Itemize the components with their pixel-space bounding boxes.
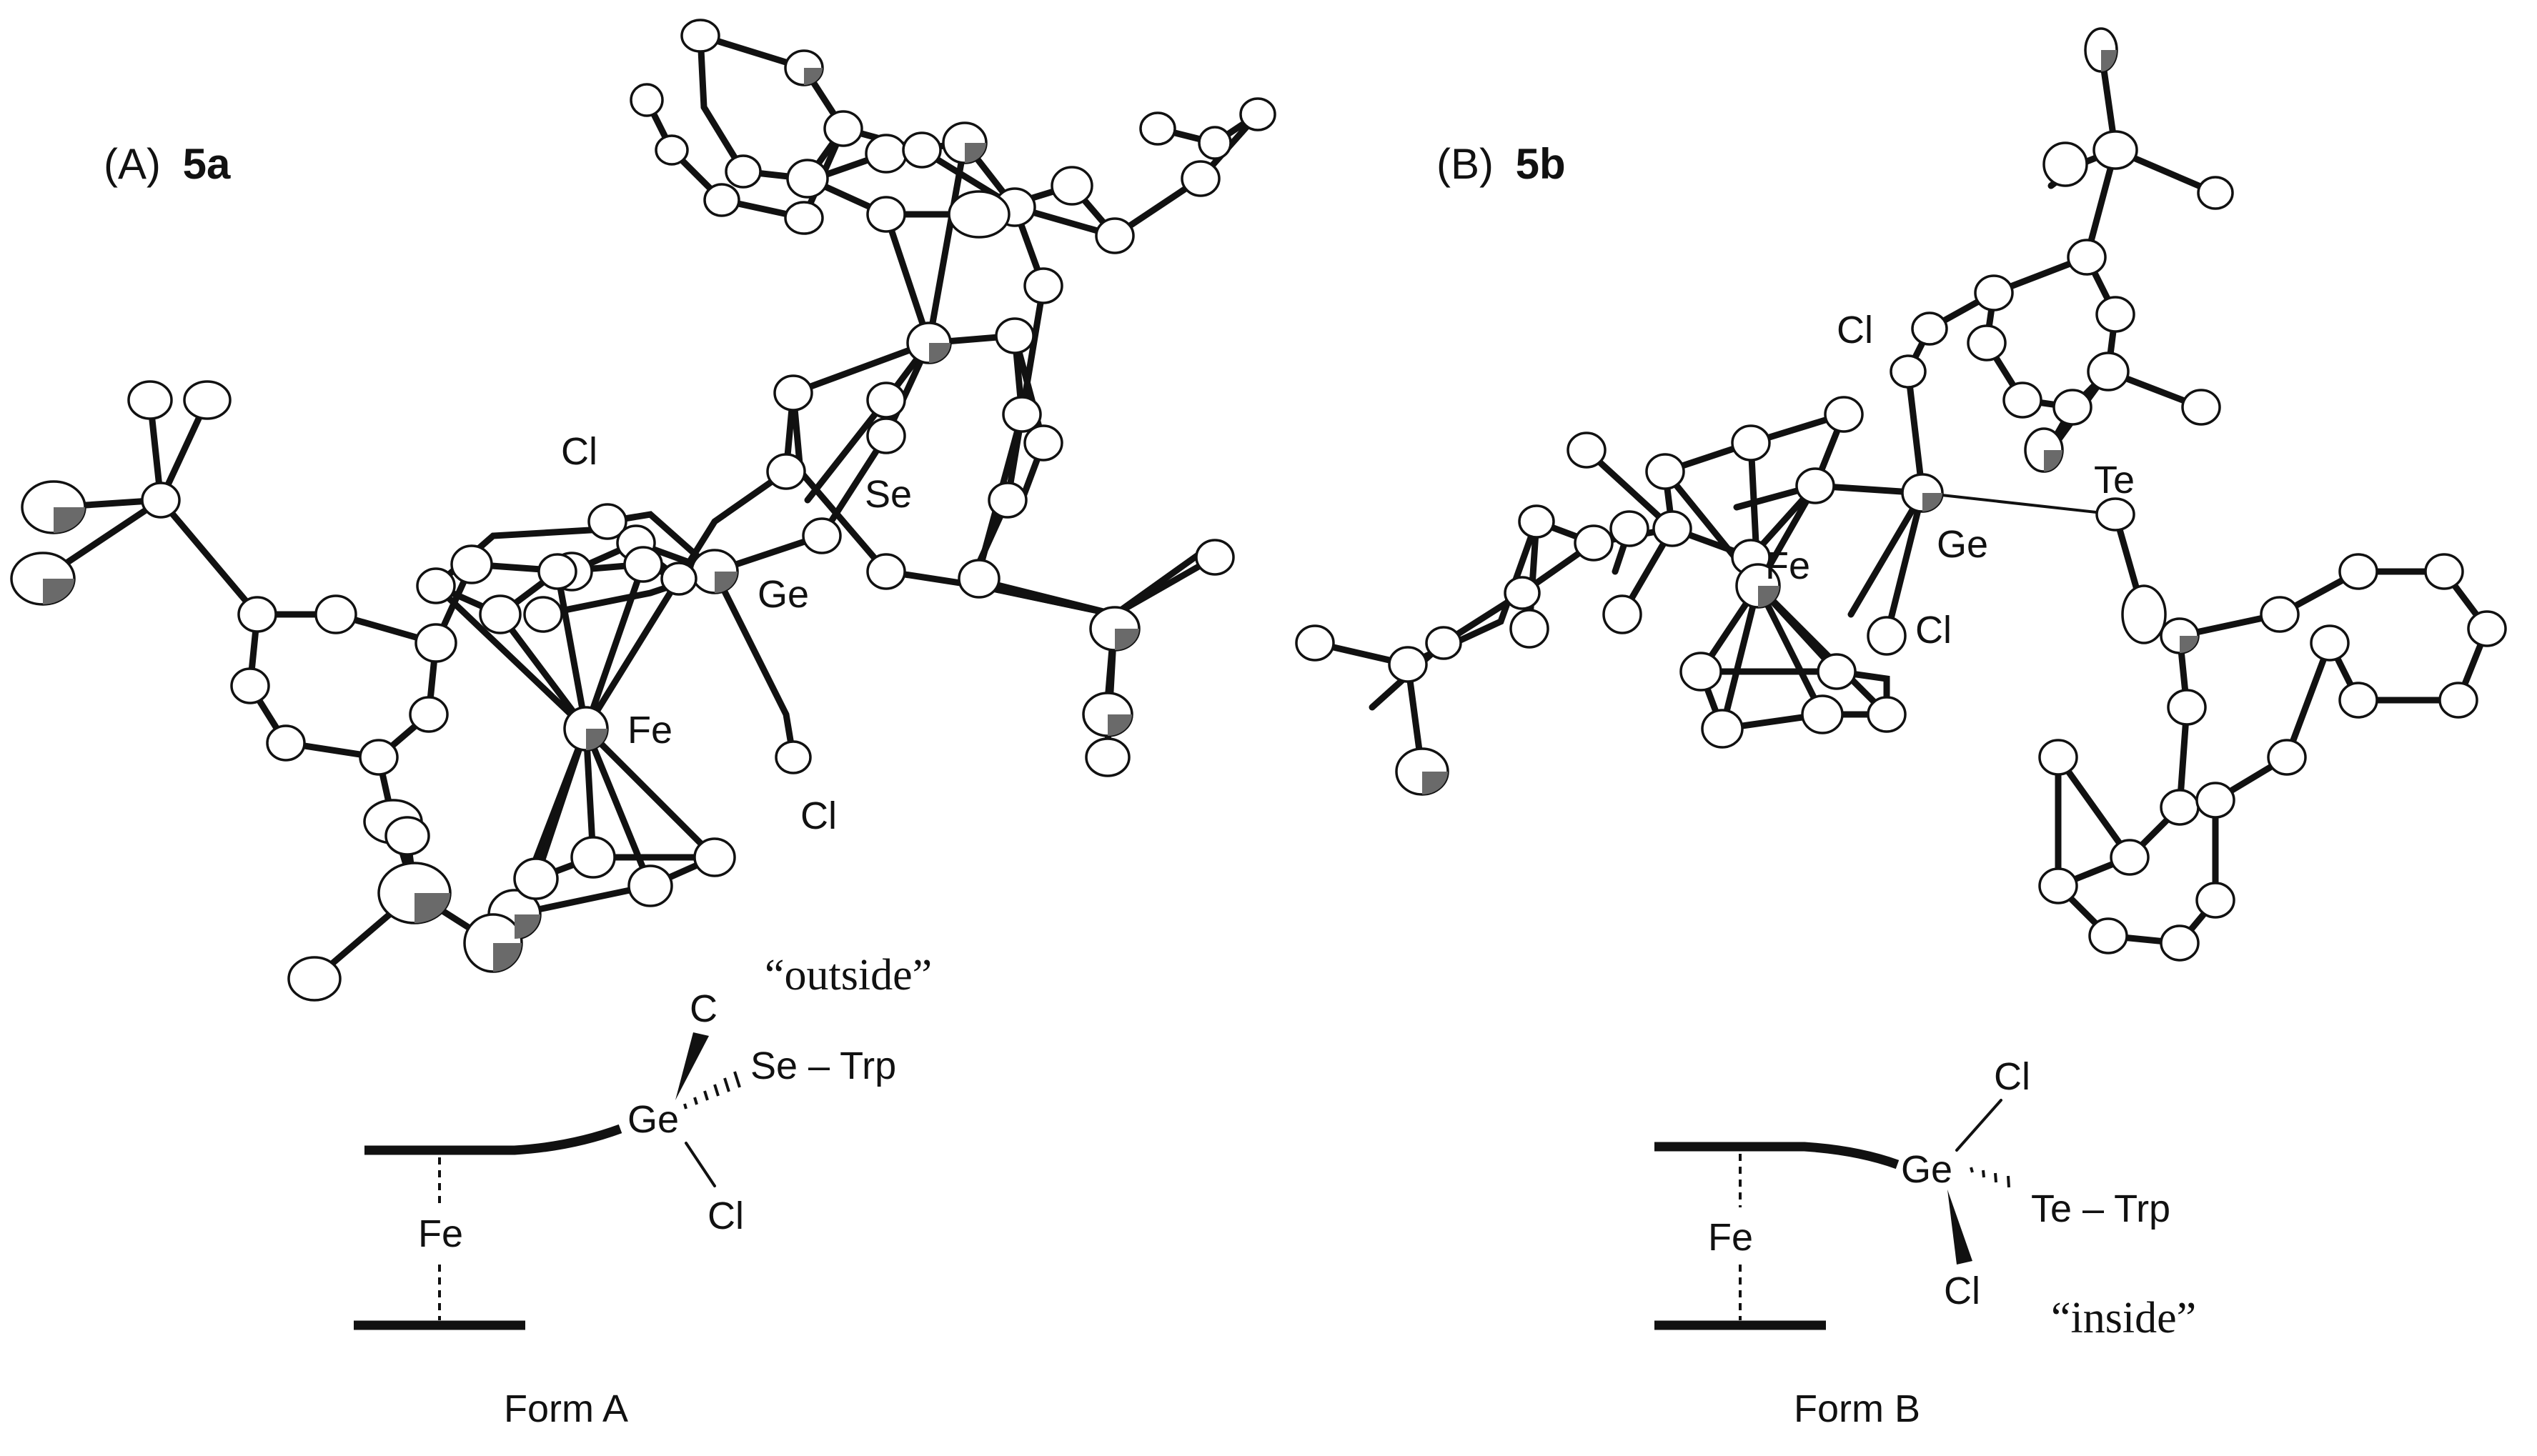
- form-a-hashed-bond: [683, 1071, 741, 1110]
- atom-label-cl-right: Cl: [1915, 609, 1952, 652]
- panel-b-atoms: [1295, 27, 2507, 962]
- form-a-ge-cl-bond: [685, 1142, 716, 1187]
- panel-a-label-compound: 5a: [183, 140, 231, 188]
- svg-text:(A) 5a: (A) 5a: [104, 140, 231, 188]
- panel-a-structure: (A) 5a: [10, 19, 1276, 1002]
- form-a-cl-label: Cl: [708, 1195, 744, 1237]
- form-a-schematic: “outside” C Se – Trp Ge Cl Fe Form A: [354, 951, 932, 1430]
- atom-label-se: Se: [865, 473, 912, 516]
- form-b-te-trp: Te – Trp: [2031, 1187, 2170, 1230]
- form-a-note: “outside”: [765, 951, 932, 999]
- panel-a-atoms: [10, 19, 1276, 1002]
- atom-label-ge: Ge: [758, 573, 809, 616]
- form-a-se-trp: Se – Trp: [750, 1044, 896, 1087]
- panel-b-label-compound: 5b: [1516, 140, 1566, 188]
- atom-shading: [1422, 50, 2198, 794]
- atom-label-te: Te: [2094, 459, 2135, 502]
- atom-label-ge: Ge: [1937, 523, 1988, 566]
- panel-b-structure: (B) 5b: [1295, 27, 2507, 962]
- form-b-fe-label: Fe: [1708, 1216, 1753, 1259]
- atom-shading: [43, 68, 1139, 972]
- atom-label-cl-top: Cl: [1837, 309, 1873, 351]
- form-a-ge-label: Ge: [627, 1098, 679, 1141]
- atom-label-cl-bottom: Cl: [800, 794, 837, 837]
- form-a-wedge-bond: [675, 1032, 709, 1100]
- panel-a-label-prefix: (A): [104, 140, 161, 188]
- form-a-fe-label: Fe: [418, 1212, 463, 1255]
- svg-text:(B) 5b: (B) 5b: [1436, 140, 1566, 188]
- form-b-ge-label: Ge: [1901, 1148, 1952, 1191]
- form-b-caption: Form B: [1794, 1387, 1920, 1430]
- form-b-ge-cl-bond: [1955, 1099, 2002, 1152]
- form-b-wedge-bond: [1947, 1190, 1972, 1265]
- form-a-c-label: C: [690, 987, 718, 1030]
- form-b-hashed-bond: [1970, 1167, 2010, 1188]
- form-b-cp-bond: [1654, 1142, 1900, 1170]
- form-b-note: “inside”: [2051, 1294, 2196, 1342]
- form-b-cl-top: Cl: [1994, 1055, 2030, 1098]
- atom-label-fe: Fe: [627, 709, 672, 752]
- form-b-schematic: Cl Ge Te – Trp Cl Fe “inside” Form B: [1654, 1055, 2196, 1430]
- atom-label-cl-top: Cl: [561, 430, 597, 473]
- panel-b-label-prefix: (B): [1436, 140, 1494, 188]
- form-a-cp-bond: [364, 1124, 622, 1155]
- form-b-cl-bottom: Cl: [1944, 1270, 1980, 1312]
- atom-label-fe: Fe: [1765, 544, 1810, 587]
- form-a-caption: Form A: [504, 1387, 628, 1430]
